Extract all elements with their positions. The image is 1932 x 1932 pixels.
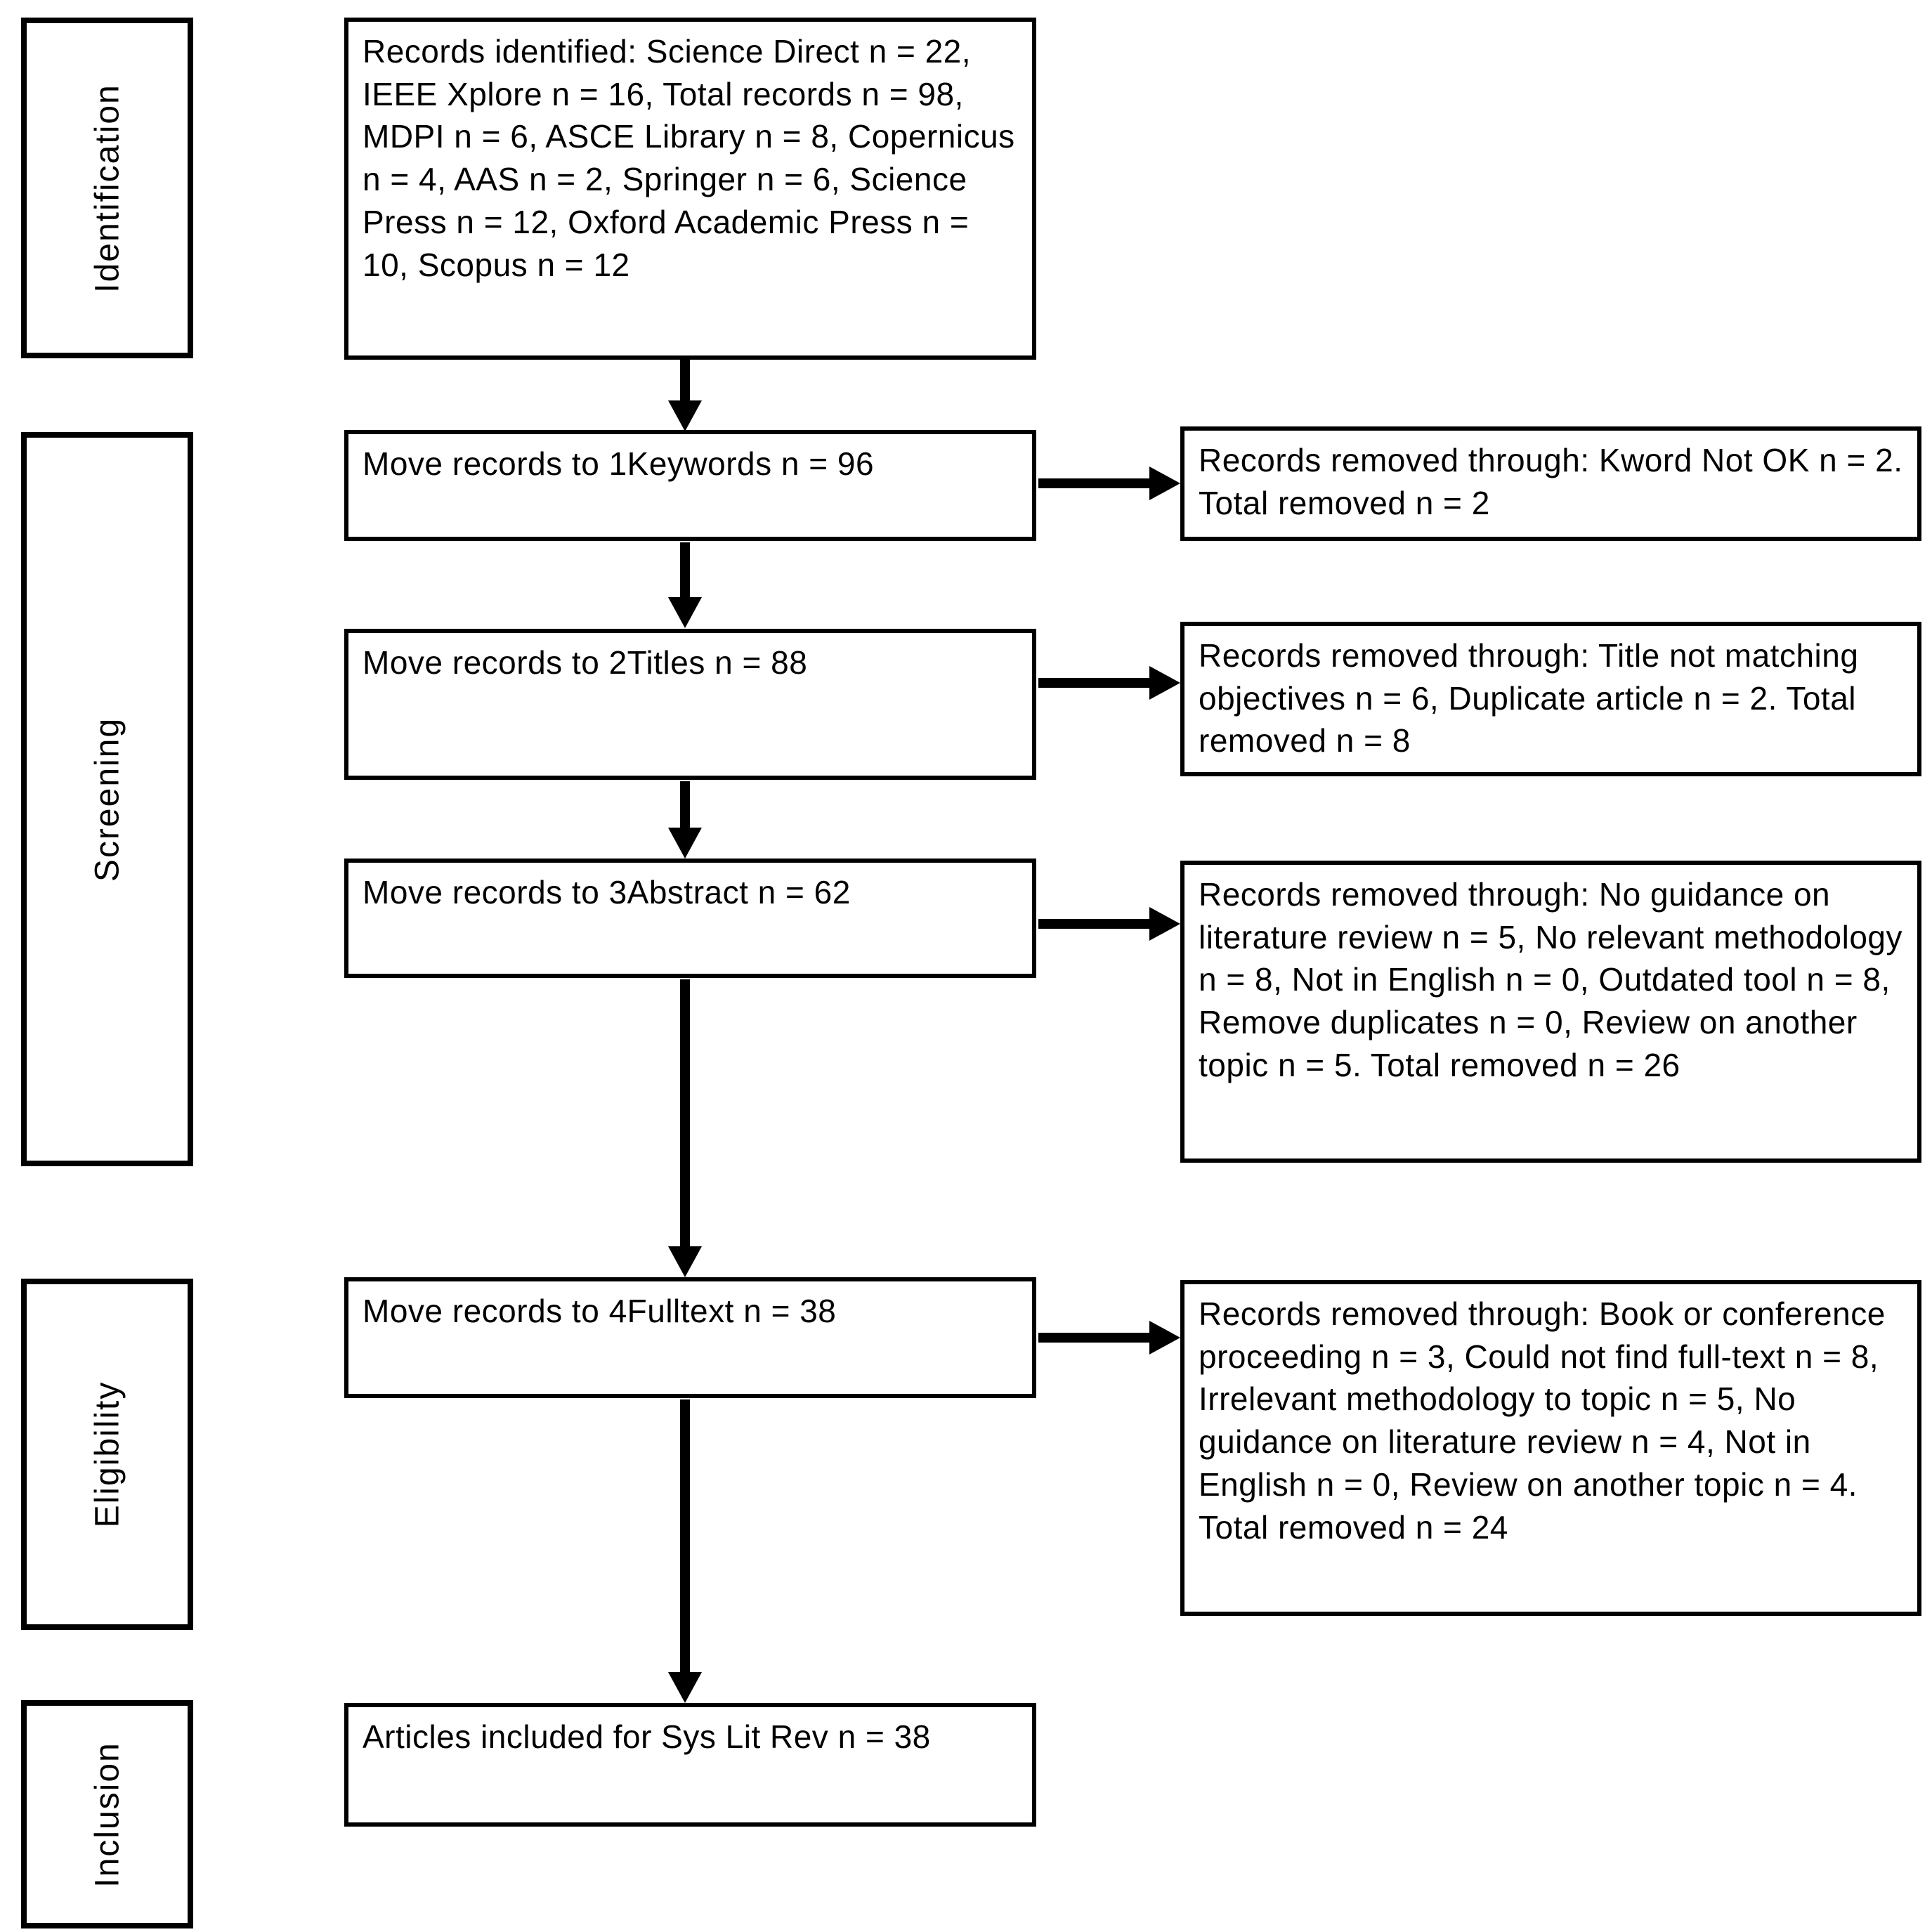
right-arrowhead-icon xyxy=(1149,1321,1180,1355)
down-arrow-icon xyxy=(680,781,690,829)
flow-box-keywords: Move records to 1Keywords n = 96 xyxy=(344,430,1036,541)
removal-box-abstract: Records removed through: No guidance on … xyxy=(1180,861,1921,1163)
flow-box-records-identified: Records identified: Science Direct n = 2… xyxy=(344,18,1036,360)
stage-label-identification: Identification xyxy=(89,83,126,293)
stage-label-eligibility: Eligibility xyxy=(89,1381,126,1528)
right-arrow-icon xyxy=(1038,919,1151,929)
down-arrowhead-icon xyxy=(668,1672,702,1703)
down-arrow-icon xyxy=(680,1399,690,1673)
right-arrowhead-icon xyxy=(1149,466,1180,500)
down-arrow-icon xyxy=(680,542,690,599)
removal-box-keywords: Records removed through: Kword Not OK n … xyxy=(1180,426,1921,541)
down-arrowhead-icon xyxy=(668,597,702,628)
down-arrow-icon xyxy=(680,979,690,1248)
down-arrow-icon xyxy=(680,360,690,402)
flow-box-fulltext: Move records to 4Fulltext n = 38 xyxy=(344,1277,1036,1398)
right-arrow-icon xyxy=(1038,478,1151,488)
right-arrow-icon xyxy=(1038,678,1151,688)
stage-box-eligibility: Eligibility xyxy=(21,1279,193,1630)
stage-box-screening: Screening xyxy=(21,432,193,1166)
flow-box-titles: Move records to 2Titles n = 88 xyxy=(344,629,1036,780)
flow-box-included: Articles included for Sys Lit Rev n = 38 xyxy=(344,1703,1036,1827)
stage-box-identification: Identification xyxy=(21,18,193,358)
stage-label-inclusion: Inclusion xyxy=(89,1741,126,1888)
right-arrow-icon xyxy=(1038,1333,1151,1343)
right-arrowhead-icon xyxy=(1149,907,1180,941)
removal-box-fulltext: Records removed through: Book or confere… xyxy=(1180,1280,1921,1616)
stage-box-inclusion: Inclusion xyxy=(21,1700,193,1928)
removal-box-titles: Records removed through: Title not match… xyxy=(1180,622,1921,776)
down-arrowhead-icon xyxy=(668,828,702,859)
down-arrowhead-icon xyxy=(668,400,702,431)
stage-label-screening: Screening xyxy=(89,717,126,882)
right-arrowhead-icon xyxy=(1149,666,1180,700)
down-arrowhead-icon xyxy=(668,1246,702,1277)
flow-box-abstract: Move records to 3Abstract n = 62 xyxy=(344,859,1036,978)
